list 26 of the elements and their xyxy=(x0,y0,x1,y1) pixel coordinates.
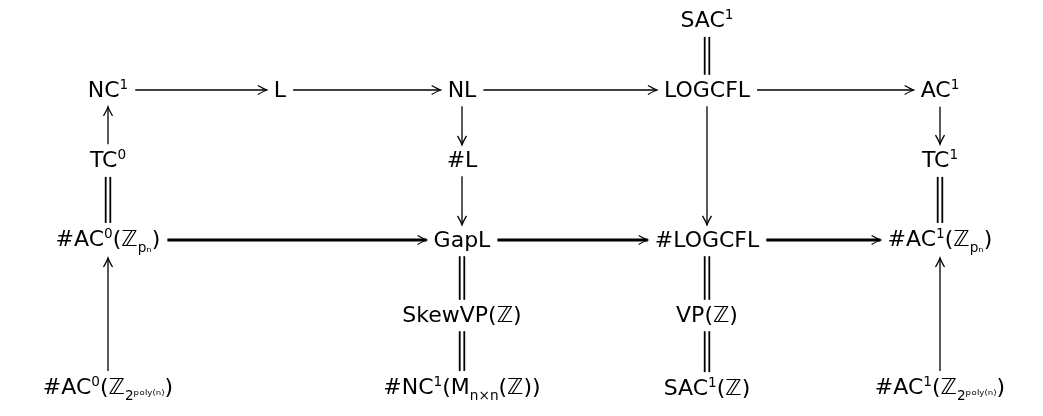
complexity-class-label: #AC$^{1}$(ℤ$_{pₙ}$) xyxy=(885,224,995,256)
complexity-class-label: #AC$^{0}$(ℤ$_{2ᵖᵒˡʸ⁽ⁿ⁾}$) xyxy=(40,372,176,404)
complexity-class-label: SAC$^{1}$(ℤ) xyxy=(661,374,753,402)
complexity-class-label: SAC$^{1}$ xyxy=(678,6,736,34)
complexity-class-label: TC$^{0}$ xyxy=(87,146,129,174)
complexity-class-label: NC$^{1}$ xyxy=(85,76,131,104)
equality-double-line xyxy=(458,330,466,372)
complexity-class-label: #AC$^{1}$(ℤ$_{2ᵖᵒˡʸ⁽ⁿ⁾}$) xyxy=(872,372,1008,404)
equality-double-line xyxy=(936,175,944,224)
equality-double-line xyxy=(703,255,711,301)
equality-double-line xyxy=(703,330,711,374)
complexity-class-label: VP(ℤ) xyxy=(674,301,740,329)
complexity-class-label: #L xyxy=(444,146,480,174)
complexity-class-label: NL xyxy=(445,76,479,104)
equality-double-line xyxy=(703,35,711,76)
complexity-class-label: #NC$^{1}$(M$_{n×n}$(ℤ)) xyxy=(381,372,543,404)
complexity-class-label: GapL xyxy=(431,226,493,254)
complexity-class-label: #LOGCFL xyxy=(652,226,762,254)
complexity-class-label: SkewVP(ℤ) xyxy=(400,301,524,329)
complexity-class-label: #AC$^{0}$(ℤ$_{pₙ}$) xyxy=(53,224,163,256)
complexity-class-label: TC$^{1}$ xyxy=(919,146,961,174)
complexity-class-label: L xyxy=(271,76,289,104)
complexity-class-label: AC$^{1}$ xyxy=(918,76,962,104)
complexity-class-label: LOGCFL xyxy=(661,76,753,104)
equality-double-line xyxy=(458,255,466,301)
equality-double-line xyxy=(104,175,112,224)
